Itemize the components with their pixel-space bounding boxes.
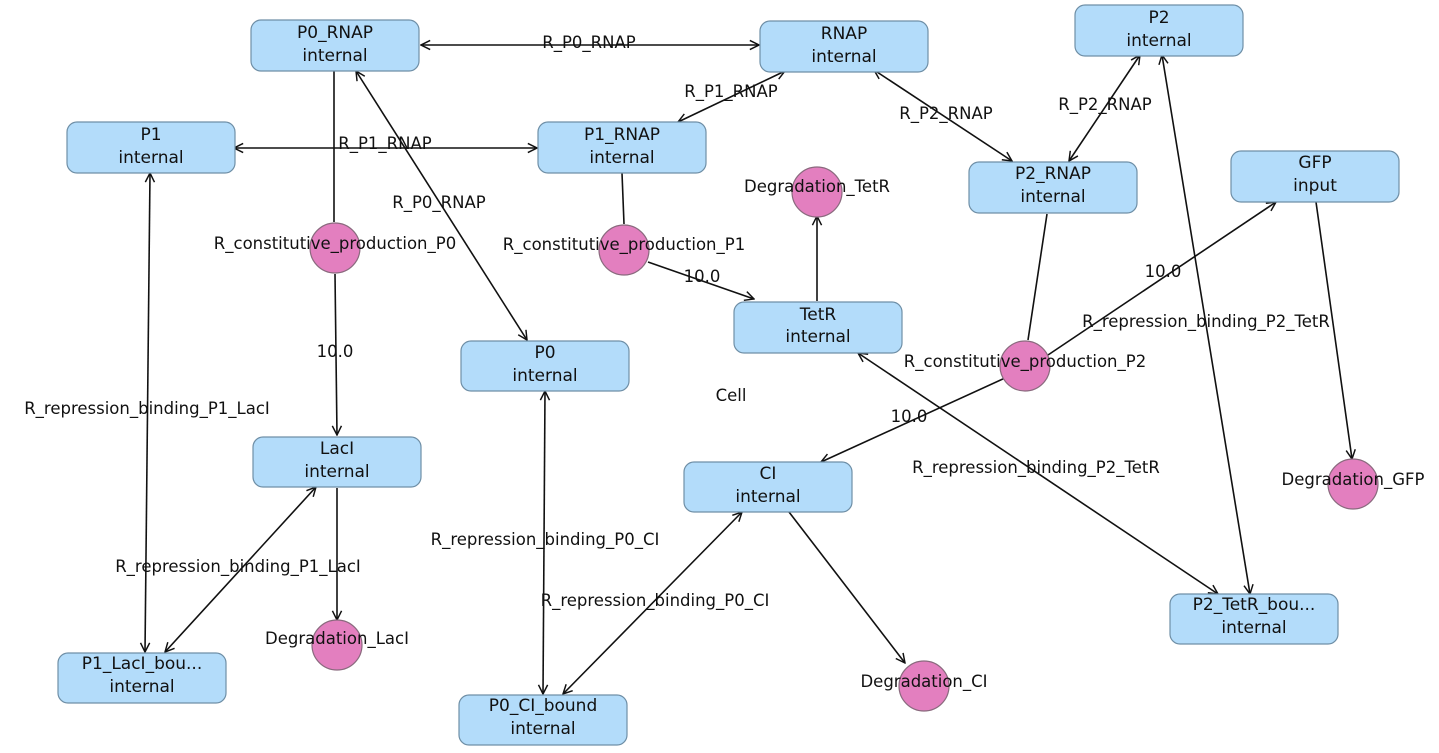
species-name: P1 — [140, 125, 161, 145]
species-compartment: internal — [1126, 31, 1191, 51]
reaction-node-prod-p2[interactable]: R_constitutive_production_P2 — [904, 340, 1146, 392]
edge-ci-degci — [788, 511, 905, 663]
edge-ci-p0cibound — [563, 512, 742, 694]
species-compartment: internal — [118, 148, 183, 168]
species-compartment: internal — [589, 148, 654, 168]
species-compartment: internal — [785, 327, 850, 347]
species-node-gfp[interactable]: GFP input — [1230, 150, 1400, 203]
species-node-p2-rnap[interactable]: P2_RNAP internal — [968, 161, 1138, 214]
species-node-p1-laci-bound[interactable]: P1_LacI_bou... internal — [57, 652, 227, 704]
species-compartment: internal — [1221, 618, 1286, 638]
edge-p2-p2tetrbound — [1162, 55, 1250, 594]
compartment-label: Cell — [716, 386, 747, 405]
edge-label: R_P1_RNAP — [684, 82, 778, 102]
species-node-p2-tetr-bound[interactable]: P2_TetR_bou... internal — [1169, 593, 1339, 645]
edge-label: 10.0 — [891, 407, 928, 426]
reaction-label: Degradation_TetR — [744, 177, 890, 197]
edge-p1-p1lacibound — [145, 173, 150, 652]
edges — [145, 45, 1352, 694]
edge-laci-p1lacibound — [165, 487, 316, 652]
edge-p0-p0cibound — [543, 391, 545, 694]
edge-rnap-p2rnap — [874, 70, 1012, 161]
species-node-p0-rnap[interactable]: P0_RNAP internal — [250, 19, 420, 72]
species-name: P2_RNAP — [1015, 164, 1091, 184]
edge-label: R_repression_binding_P1_LacI — [115, 557, 361, 577]
edge-label: R_repression_binding_P0_CI — [431, 530, 660, 550]
edge-prodp0-laci — [335, 273, 337, 435]
edge-label: R_P0_RNAP — [392, 193, 486, 213]
reaction-node-deg-gfp[interactable]: Degradation_GFP — [1282, 458, 1425, 510]
species-node-p1[interactable]: P1 internal — [66, 121, 236, 174]
species: P0_RNAP internal RNAP internal P2 intern… — [57, 4, 1400, 746]
species-name: TetR — [799, 305, 837, 325]
species-name: P2 — [1148, 8, 1169, 28]
reactions: R_constitutive_production_P0 R_constitut… — [214, 166, 1425, 712]
species-name: P1_RNAP — [584, 125, 660, 145]
species-name: GFP — [1298, 153, 1331, 173]
edge-tetr-p2tetrbound — [858, 353, 1218, 594]
species-compartment: internal — [510, 719, 575, 739]
edge-p2rnap-prodp2 — [1027, 213, 1048, 341]
edge-label: R_repression_binding_P0_CI — [541, 591, 770, 611]
edge-label: 10.0 — [1145, 262, 1182, 281]
reaction-node-deg-ci[interactable]: Degradation_CI — [860, 660, 988, 712]
reaction-label: R_constitutive_production_P2 — [904, 352, 1146, 372]
edge-label: R_P2_RNAP — [899, 104, 993, 124]
species-compartment: internal — [304, 462, 369, 482]
species-node-tetr[interactable]: TetR internal — [733, 301, 903, 354]
species-compartment: internal — [302, 46, 367, 66]
species-compartment: internal — [735, 487, 800, 507]
edge-p1rnap-rnap — [678, 71, 785, 122]
species-compartment: internal — [512, 366, 577, 386]
edge-prodp1-tetr — [647, 261, 754, 299]
species-node-laci[interactable]: LacI internal — [252, 436, 422, 488]
species-node-p0[interactable]: P0 internal — [460, 340, 630, 392]
species-name: P2_TetR_bou... — [1193, 595, 1316, 615]
edge-label: 10.0 — [684, 267, 721, 286]
edge-label: 10.0 — [317, 342, 354, 361]
reaction-node-deg-tetr[interactable]: Degradation_TetR — [744, 166, 890, 218]
species-compartment: internal — [1020, 187, 1085, 207]
reaction-node-prod-p1[interactable]: R_constitutive_production_P1 — [503, 224, 745, 276]
reaction-label: Degradation_LacI — [265, 629, 409, 649]
species-name: LacI — [320, 439, 354, 459]
species-name: CI — [760, 464, 777, 484]
species-node-p1-rnap[interactable]: P1_RNAP internal — [537, 121, 707, 174]
edge-label: R_P1_RNAP — [338, 134, 432, 154]
edge-label: R_repression_binding_P2_TetR — [912, 458, 1160, 478]
species-name: P0 — [534, 343, 555, 363]
reaction-node-deg-laci[interactable]: Degradation_LacI — [265, 619, 409, 671]
edge-p0rnap-p0 — [356, 71, 527, 340]
reaction-label: Degradation_CI — [860, 672, 987, 692]
species-node-p0-ci-bound[interactable]: P0_CI_bound internal — [458, 694, 628, 746]
species-name: P0_RNAP — [297, 23, 373, 43]
reaction-label: R_constitutive_production_P1 — [503, 235, 745, 255]
species-node-rnap[interactable]: RNAP internal — [759, 20, 929, 73]
reaction-label: Degradation_GFP — [1282, 470, 1425, 490]
edge-label: R_repression_binding_P2_TetR — [1082, 312, 1330, 332]
edge-label: R_P2_RNAP — [1058, 95, 1152, 115]
edge-p2-p2rnap — [1069, 55, 1140, 161]
species-name: P1_LacI_bou... — [82, 654, 203, 674]
edge-label: R_P0_RNAP — [542, 33, 636, 53]
edge-label: R_repression_binding_P1_LacI — [24, 399, 270, 419]
species-node-ci[interactable]: CI internal — [683, 461, 853, 513]
species-compartment: input — [1293, 176, 1337, 196]
species-compartment: internal — [109, 677, 174, 697]
species-node-p2[interactable]: P2 internal — [1074, 4, 1244, 57]
species-name: P0_CI_bound — [489, 696, 597, 716]
edge-gfp-deggfp — [1315, 201, 1352, 459]
reaction-node-prod-p0[interactable]: R_constitutive_production_P0 — [214, 222, 456, 274]
species-name: RNAP — [821, 24, 867, 44]
edge-labels: R_P0_RNAP R_P1_RNAP R_P1_RNAP R_P2_RNAP … — [24, 33, 1330, 611]
species-compartment: internal — [811, 47, 876, 67]
edge-p1rnap-prodp1 — [621, 172, 625, 225]
reaction-label: R_constitutive_production_P0 — [214, 234, 456, 254]
